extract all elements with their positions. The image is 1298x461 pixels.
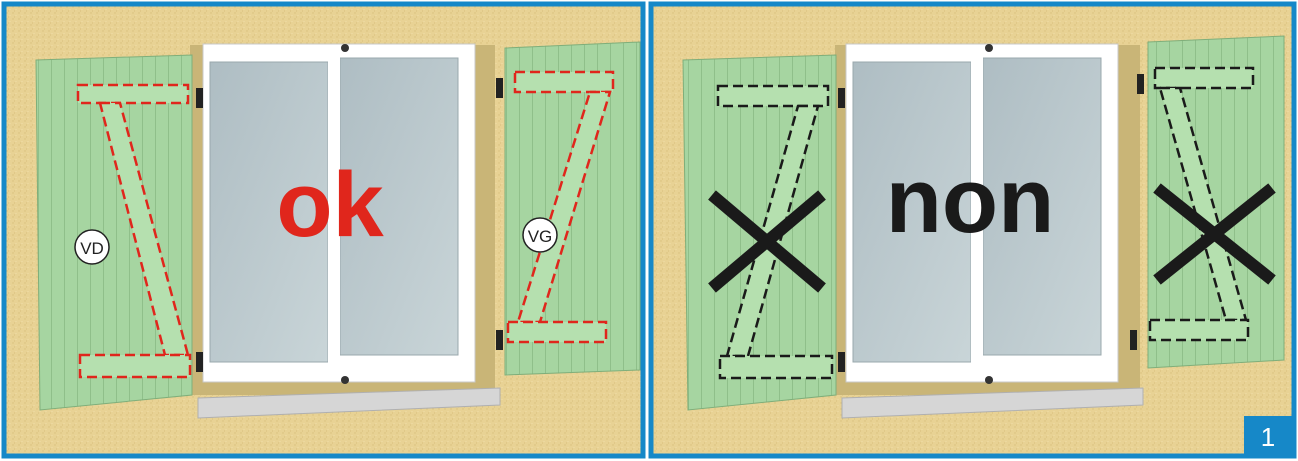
verdict-ok: ok: [276, 154, 384, 256]
panel-non: non 1: [651, 4, 1294, 456]
hinge-icon: [496, 78, 503, 98]
left-shutter-top-bar: [718, 86, 828, 106]
window-latch-bottom: [985, 376, 993, 384]
left-shutter-top-bar: [78, 85, 188, 103]
window-latch-bottom: [341, 376, 349, 384]
hinge-icon: [1137, 74, 1144, 94]
right-shutter-bottom-bar: [1150, 320, 1248, 340]
window-latch-top: [341, 44, 349, 52]
window-latch-top: [985, 44, 993, 52]
vg-label: VG: [528, 227, 553, 246]
hinge-icon: [496, 330, 503, 350]
figure-number: 1: [1261, 422, 1275, 452]
hinge-icon: [838, 352, 845, 372]
right-shutter-top-bar: [515, 72, 613, 92]
hinge-icon: [838, 88, 845, 108]
vd-label: VD: [80, 239, 104, 258]
right-shutter-bottom-bar: [508, 322, 606, 342]
panel-ok: VD VG ok: [4, 4, 643, 456]
hinge-icon: [196, 352, 203, 372]
right-shutter-top-bar: [1155, 68, 1253, 88]
hinge-icon: [196, 88, 203, 108]
left-shutter-bottom-bar: [720, 356, 832, 378]
verdict-non: non: [886, 150, 1055, 252]
left-shutter-bottom-bar: [80, 355, 190, 377]
hinge-icon: [1130, 330, 1137, 350]
